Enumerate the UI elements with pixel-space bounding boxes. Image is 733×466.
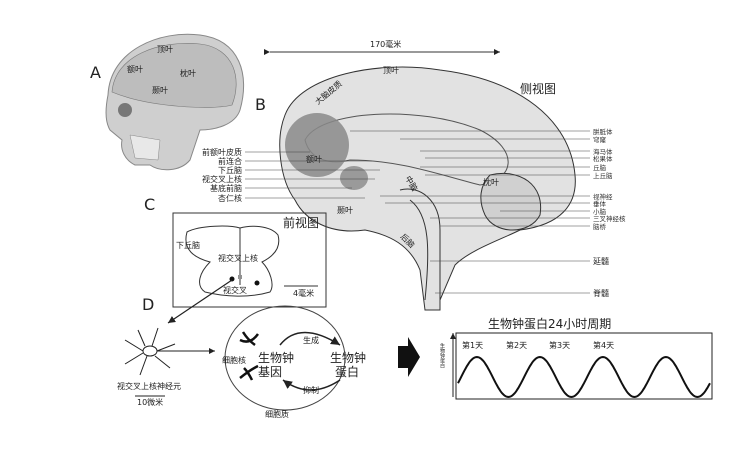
brain-sagittal: [279, 66, 576, 311]
right-label: 垂体: [593, 199, 607, 208]
right-leader-labels: 胼胝体 穹窿 海马体 松果体 丘脑 上丘脑 视神经 垂体 小脑 三叉神经核 脑桥…: [350, 127, 626, 298]
day-label: 第4天: [593, 340, 614, 350]
day-label: 第2天: [506, 340, 527, 350]
region-label: 顶叶: [383, 66, 399, 75]
region-label: 颞叶: [337, 206, 353, 215]
left-label: 下丘脑: [218, 165, 242, 175]
front-view-title: 前视图: [283, 215, 319, 230]
front-view-outline: [185, 225, 280, 297]
left-label: 杏仁核: [218, 193, 242, 203]
view-title: 侧视图: [520, 81, 556, 96]
gene-label: 基因: [258, 365, 282, 379]
y-axis-label: 生物钟蛋白: [439, 342, 445, 369]
right-label: 延髓: [593, 256, 609, 266]
day-label: 第1天: [462, 340, 483, 350]
front-view-frame: [172, 212, 327, 308]
right-label: 松果体: [593, 154, 613, 163]
nucleus-label: 细胞核: [222, 355, 246, 365]
arrow-right-icon: [398, 337, 420, 377]
front-label: 下丘脑: [176, 240, 200, 250]
protein-label: 生物钟: [330, 350, 366, 365]
brain-scale-label: 170毫米: [370, 39, 401, 49]
day-label: 第3天: [549, 340, 570, 350]
skull-label: 枕叶: [180, 68, 196, 78]
region-label: 额叶: [306, 154, 322, 164]
skull-label: 额叶: [127, 64, 143, 74]
cell-outline: [224, 305, 346, 411]
skull-label: 颞叶: [152, 86, 168, 95]
left-label: 前额叶皮质: [202, 147, 242, 157]
left-label: 视交叉上核: [202, 174, 242, 184]
panel-letter-c: C: [144, 195, 155, 214]
panel-letter-a: A: [90, 63, 101, 82]
front-label: 视交叉上核: [218, 253, 258, 263]
gene-label: 生物钟: [258, 350, 294, 365]
right-label: 胼胝体: [593, 127, 613, 136]
right-label: 脑桥: [593, 222, 607, 231]
left-label: 前连合: [218, 156, 242, 166]
protein-wave-line: [457, 355, 711, 399]
chart-frame: [455, 332, 713, 400]
neuron-label: 视交叉上核神经元: [117, 381, 181, 391]
panel-letter-d: D: [142, 295, 154, 314]
right-label: 海马体: [593, 147, 613, 156]
produce-label: 生成: [303, 335, 319, 345]
right-label: 小脑: [593, 207, 607, 216]
right-label: 穹窿: [593, 135, 607, 144]
region-label: 枕叶: [483, 177, 499, 187]
left-leader-labels: 前额叶皮质 前连合 下丘脑 视交叉上核 基底前脑 杏仁核: [202, 147, 380, 203]
right-label: 视神经: [593, 192, 613, 201]
neuron-scale-label: 10微米: [137, 397, 163, 407]
right-label: 三叉神经核: [593, 214, 626, 223]
left-label: 基底前脑: [210, 183, 242, 193]
skull-illustration: [105, 33, 245, 171]
right-label: 上丘脑: [593, 171, 613, 180]
panel-letter-b: B: [255, 95, 266, 114]
cytoplasm-label: 细胞质: [265, 409, 289, 419]
front-label: 视交叉: [223, 285, 247, 295]
chromosome-icon: [239, 331, 260, 381]
skull-label: 顶叶: [157, 45, 173, 54]
front-scale-label: 4毫米: [293, 288, 314, 298]
protein-cycle-chart: 生物钟蛋白24小时周期 生物钟蛋白 第1天 第2天 第3天 第4天: [439, 316, 713, 400]
right-label: 脊髓: [593, 288, 609, 298]
protein-label: 蛋白: [335, 364, 359, 379]
right-label: 丘脑: [593, 163, 607, 172]
chart-title: 生物钟蛋白24小时周期: [488, 316, 611, 331]
front-label: III: [238, 275, 242, 281]
